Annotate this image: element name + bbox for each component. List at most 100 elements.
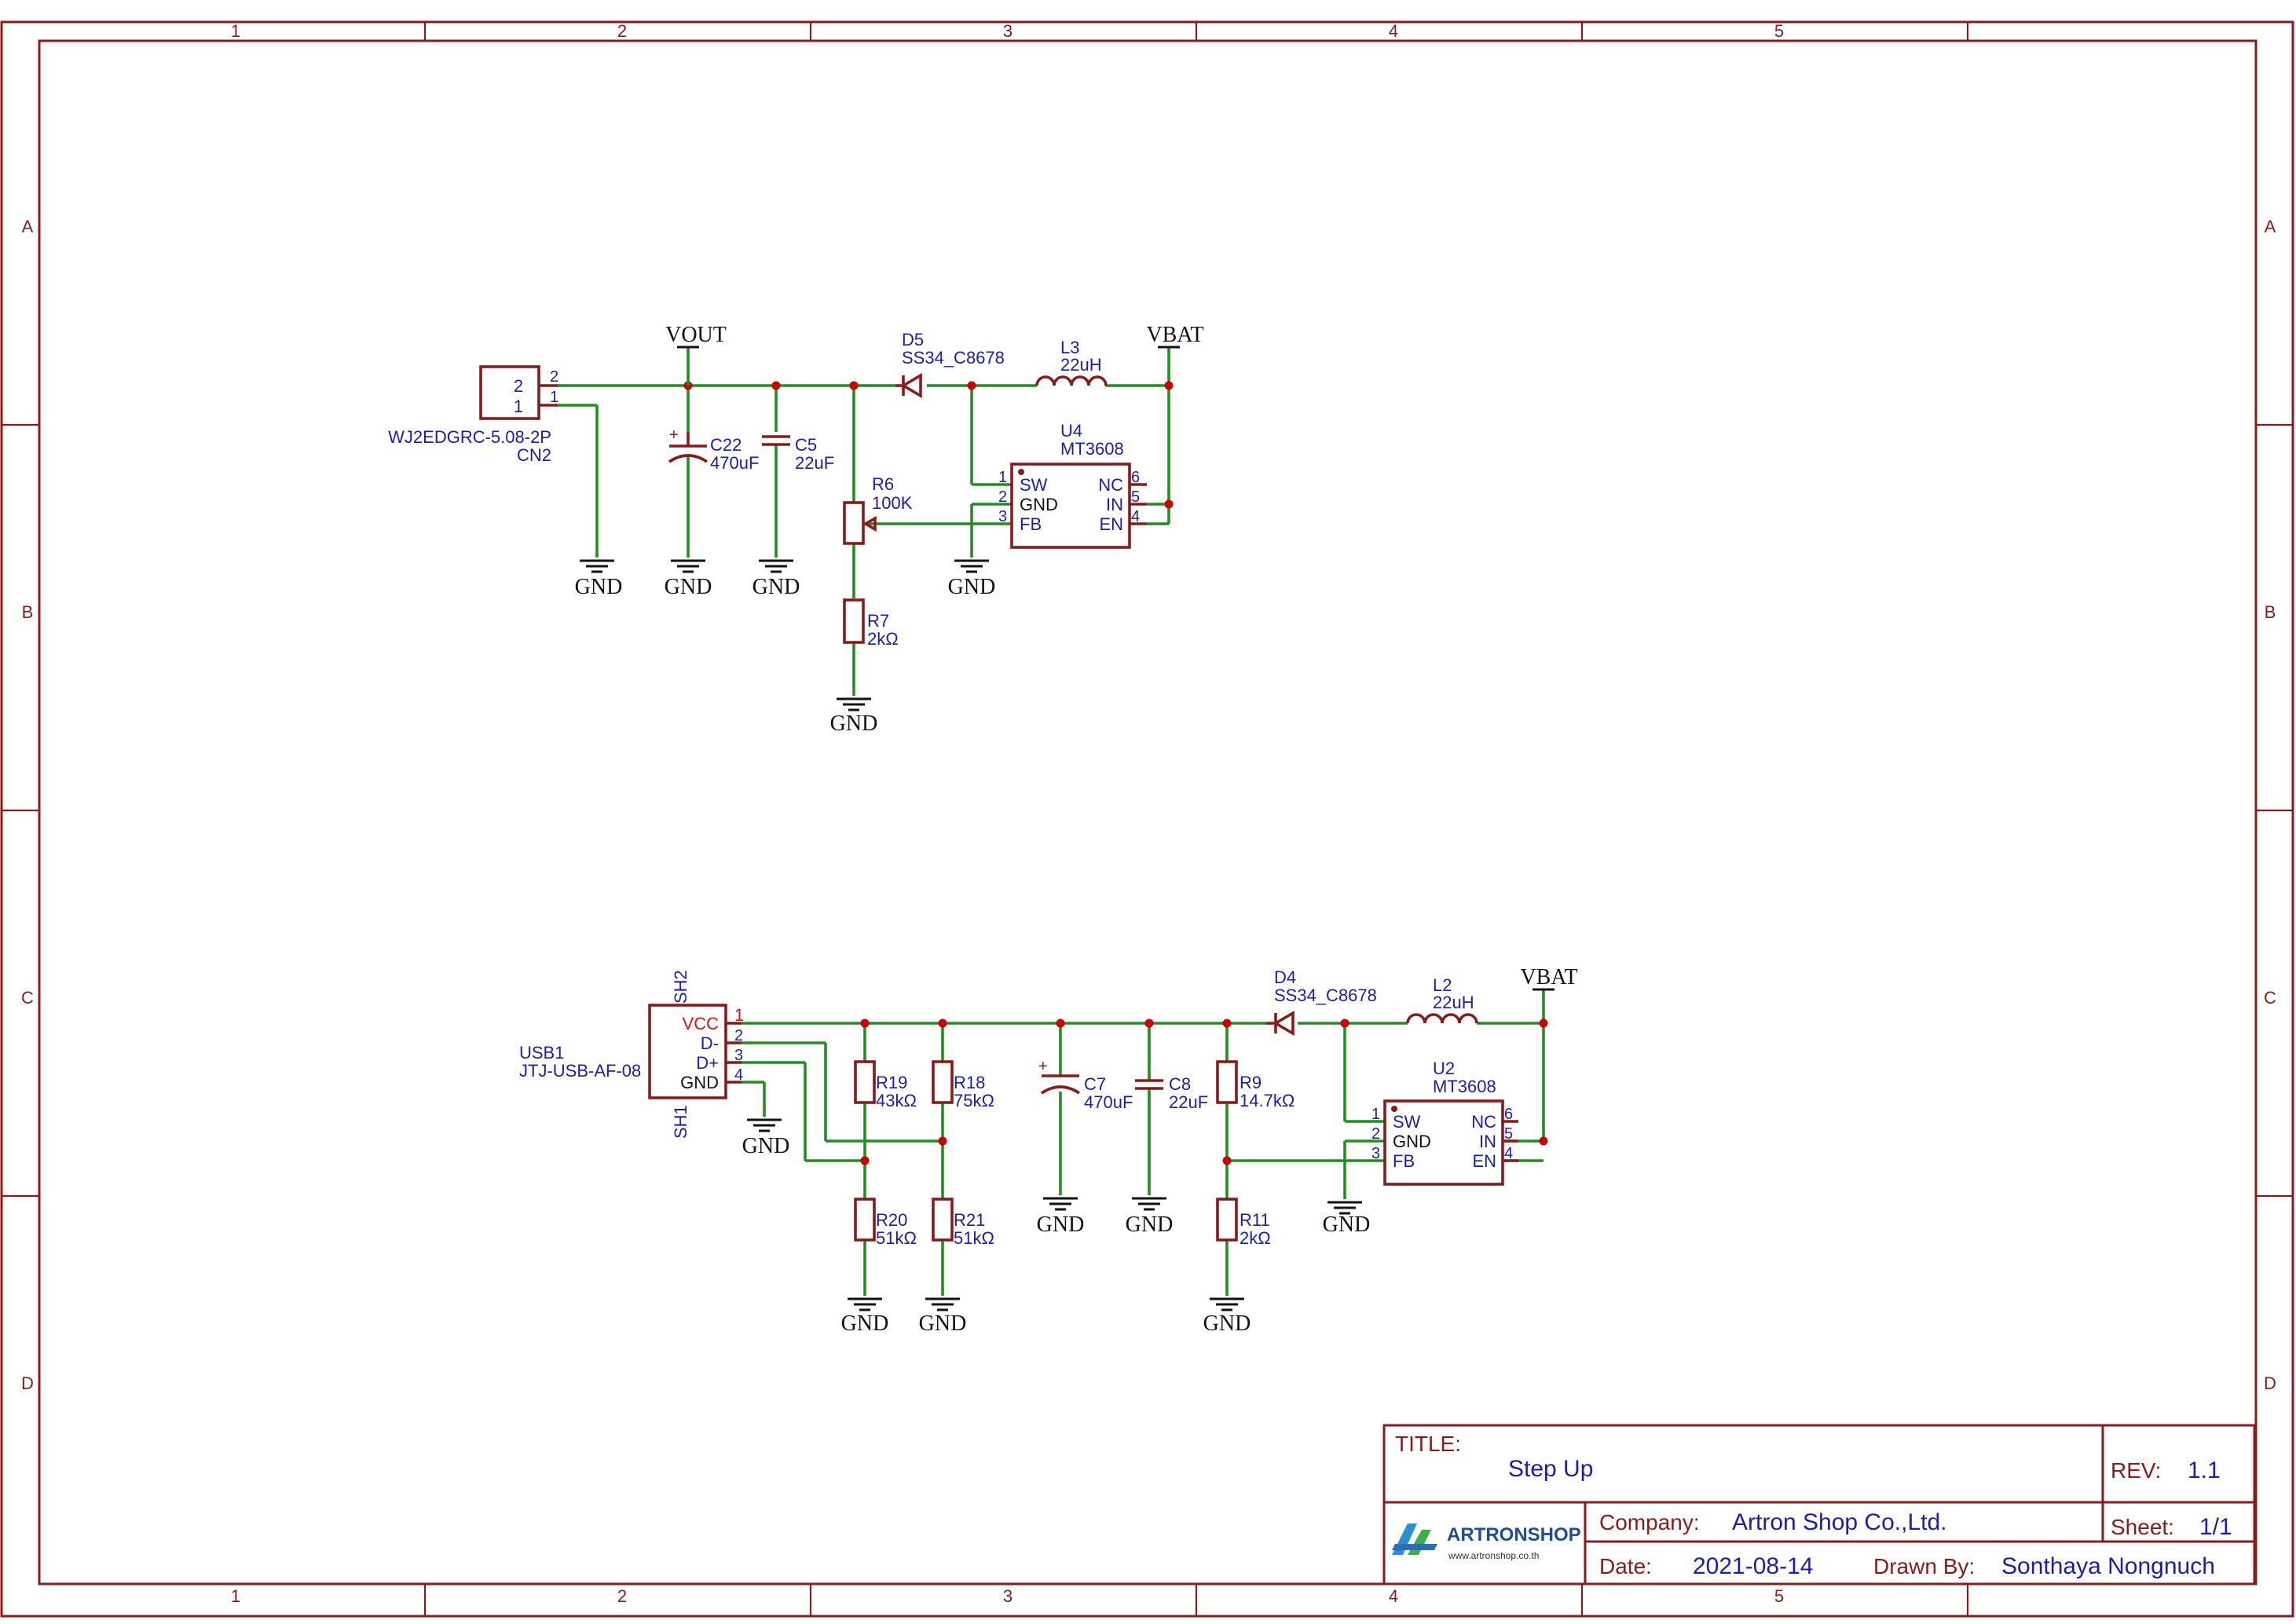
c8-name: C8 [1169, 1074, 1191, 1094]
capacitor-c5[interactable]: C5 22uF [762, 435, 834, 473]
c22-name: C22 [710, 435, 742, 455]
title-block: TITLE: Step Up REV: 1.1 Company: Artron … [1382, 1424, 2256, 1586]
gnd-label: GND [919, 1311, 967, 1336]
gnd-label: GND [1126, 1213, 1174, 1237]
resistor-r7[interactable]: R7 2kΩ [843, 598, 899, 649]
capacitor-c8[interactable]: C8 22uF [1135, 1074, 1208, 1112]
resistor-r18[interactable]: R18 75kΩ [932, 1060, 994, 1110]
col-label-top-3: 3 [1003, 21, 1013, 41]
r6-value: 100K [872, 493, 913, 513]
junction [938, 1019, 947, 1028]
resistor-r11[interactable]: R11 2kΩ [1216, 1198, 1271, 1248]
vbat-bottom-label: VBAT [1520, 965, 1577, 989]
vbat-top-label: VBAT [1146, 323, 1203, 347]
svg-text:+: + [1038, 1058, 1048, 1075]
l3-name: L3 [1060, 338, 1079, 357]
capacitor-c22[interactable]: + C22 470uF [668, 426, 759, 473]
circuit1-wires [558, 347, 1170, 696]
resistor-r9[interactable]: R9 14.7kΩ [1216, 1060, 1294, 1110]
usb1-pin3-num: 3 [734, 1047, 743, 1064]
junction [771, 381, 781, 390]
col-label-top-2: 2 [617, 21, 627, 41]
circuit-vout-boost: 2 1 2 1 WJ2EDGRC-5.08-2P CN2 VOUT + C22 … [388, 323, 1203, 736]
usb1-pin-dplus: D+ [696, 1053, 719, 1073]
junction [967, 381, 976, 390]
net-label-vout: VOUT [665, 323, 727, 386]
r20-value: 51kΩ [876, 1228, 917, 1248]
l3-value: 22uH [1060, 355, 1102, 375]
col-label-top-1: 1 [231, 21, 240, 41]
col-label-bottom-4: 4 [1389, 1586, 1398, 1606]
company-value: Artron Shop Co.,Ltd. [1732, 1509, 1947, 1535]
u2-pin3-num: 3 [1371, 1145, 1380, 1162]
diode-d4[interactable]: D4 SS34_C8678 [1266, 967, 1377, 1037]
net-label-vbat-bottom: VBAT [1520, 965, 1578, 991]
company-label: Company: [1599, 1510, 1700, 1534]
l2-name: L2 [1433, 975, 1452, 995]
junction [938, 1136, 947, 1146]
usb-connector-usb1[interactable]: VCC D- D+ GND 1 2 3 4 USB1 JTJ-USB-AF-08… [519, 970, 744, 1139]
col-label-top-4: 4 [1389, 21, 1398, 41]
junction [1164, 499, 1174, 509]
gnd-symbol: GND [1037, 1197, 1084, 1237]
col-label-bottom-2: 2 [617, 1586, 627, 1606]
junction [1144, 1019, 1154, 1028]
logo-text: ARTRONSHOP [1447, 1524, 1581, 1545]
gnd-label: GND [830, 711, 878, 736]
gnd-symbol: GND [742, 1118, 789, 1158]
resistor-r20[interactable]: R20 51kΩ [854, 1198, 917, 1248]
vout-label: VOUT [665, 323, 727, 347]
usb1-pin-dminus: D- [701, 1033, 719, 1053]
gnd-label: GND [575, 575, 623, 599]
date-value: 2021-08-14 [1693, 1553, 1813, 1579]
gnd-symbol: GND [948, 559, 996, 599]
col-label-top-5: 5 [1774, 21, 1784, 41]
cn2-model: WJ2EDGRC-5.08-2P [388, 427, 551, 447]
junction [1539, 1019, 1548, 1028]
row-label-left-d: D [21, 1373, 34, 1393]
potentiometer-r6[interactable]: R6 100K [843, 474, 913, 545]
r18-value: 75kΩ [954, 1091, 994, 1110]
junction [849, 381, 859, 390]
usb1-sh2: SH2 [671, 970, 690, 1004]
usb1-pin4-num: 4 [734, 1066, 743, 1084]
drawn-by-value: Sonthaya Nongnuch [2001, 1553, 2215, 1579]
inductor-l2[interactable]: L2 22uH [1406, 975, 1478, 1024]
u4-pin-nc: NC [1098, 475, 1123, 495]
gnd-symbol: GND [753, 559, 800, 599]
junction [860, 1156, 870, 1165]
u2-pin-en: EN [1472, 1151, 1496, 1171]
gnd-label: GND [1203, 1311, 1251, 1336]
row-label-left-c: C [21, 988, 34, 1008]
junction [1222, 1156, 1232, 1165]
usb1-pin1-num: 1 [734, 1005, 744, 1025]
u4-pin-in: IN [1106, 495, 1123, 514]
u2-pin5-num: 5 [1504, 1125, 1513, 1143]
gnd-symbol: GND [919, 1297, 967, 1336]
capacitor-c7[interactable]: + C7 470uF [1038, 1058, 1133, 1112]
resistor-r19[interactable]: R19 43kΩ [854, 1060, 917, 1110]
r20-name: R20 [876, 1210, 907, 1230]
u4-pin6-num: 6 [1131, 469, 1140, 486]
diode-d5[interactable]: D5 SS34_C8678 [895, 330, 1005, 399]
usb1-name: USB1 [519, 1043, 564, 1063]
resistor-r21[interactable]: R21 51kΩ [932, 1198, 994, 1248]
d5-value: SS34_C8678 [902, 348, 1005, 368]
c5-value: 22uF [795, 453, 834, 473]
inductor-l3[interactable]: L3 22uH [1035, 338, 1108, 386]
r11-value: 2kΩ [1240, 1228, 1271, 1248]
l2-value: 22uH [1433, 993, 1474, 1012]
usb1-pin-vcc: VCC [683, 1014, 720, 1033]
junction [1056, 1019, 1065, 1028]
ic-u4[interactable]: U4 MT3608 SW GND FB NC IN EN 1 2 3 6 5 4 [998, 421, 1147, 549]
connector-cn2[interactable]: 2 1 2 1 WJ2EDGRC-5.08-2P CN2 [388, 365, 558, 465]
u2-pin-sw: SW [1393, 1112, 1421, 1132]
r21-value: 51kΩ [954, 1228, 994, 1248]
gnd-label: GND [948, 575, 996, 599]
u4-pin5-num: 5 [1131, 488, 1140, 506]
gnd-symbol: GND [1203, 1297, 1251, 1336]
ic-u2[interactable]: U2 MT3608 SW GND FB NC IN EN 1 2 3 6 5 4 [1371, 1059, 1518, 1186]
u2-pin-gnd: GND [1393, 1132, 1431, 1151]
r7-value: 2kΩ [867, 629, 899, 649]
